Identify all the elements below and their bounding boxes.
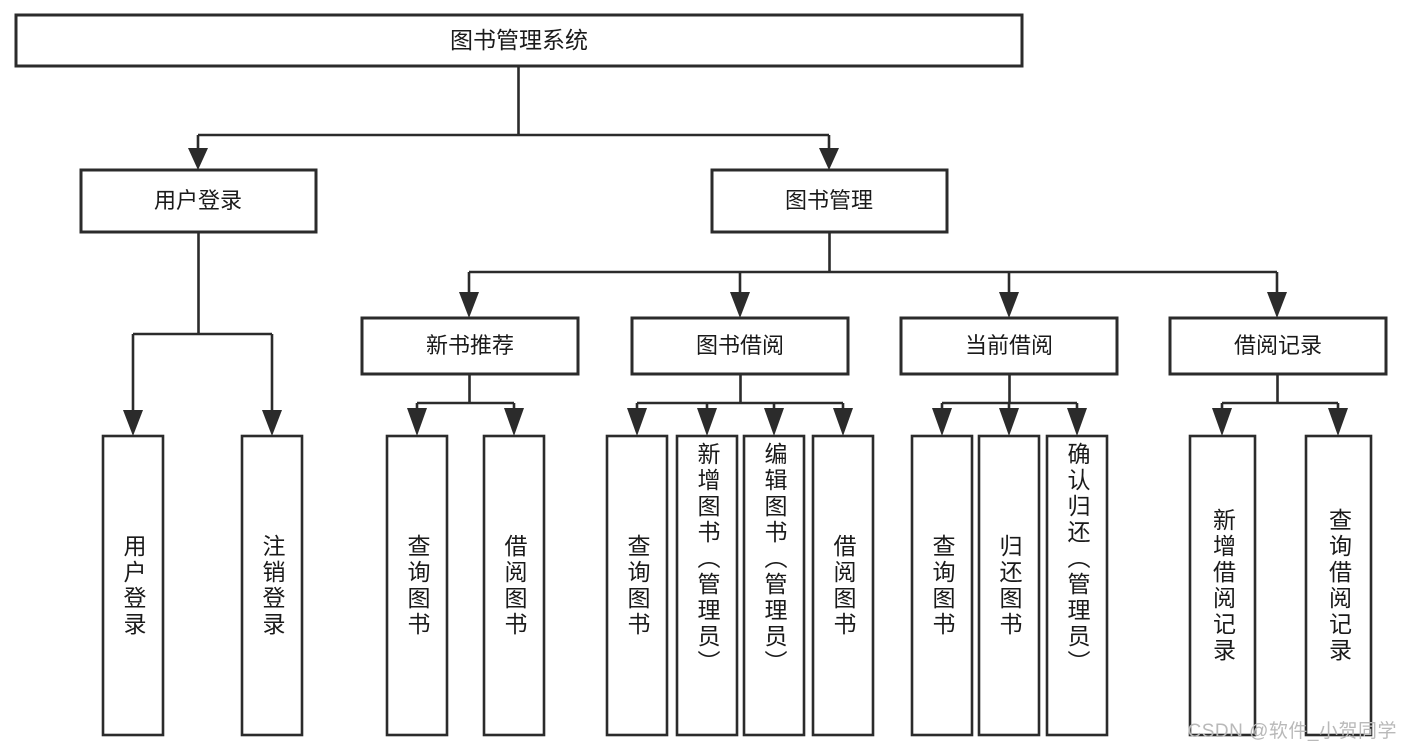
leaf-label-holder-current-1: 归还图书 <box>979 436 1039 735</box>
leaf-label-holder-current-2: 确认归还（管理员） <box>1047 436 1107 735</box>
leaf-label-recommend-1: 借阅图书 <box>501 533 527 638</box>
arrow-current-leaf-1 <box>932 408 952 436</box>
node-root-label: 图书管理系统 <box>450 27 588 53</box>
node-book-borrow-box[interactable] <box>630 316 850 376</box>
arrow-borrow-leaf-1 <box>627 408 647 436</box>
leaf-box-records-0[interactable] <box>1188 434 1257 737</box>
leaf-label-holder-user-login-0: 用户登录 <box>103 436 163 735</box>
arrow-current-leaf-3 <box>1067 408 1087 436</box>
leaf-label-holder-records-1: 查询借阅记录 <box>1306 436 1371 735</box>
node-user-login-box[interactable] <box>79 168 318 234</box>
label-layer: 图书管理系统 用户登录 图书管理 新书推荐 图书借阅 当前借阅 借阅记录 <box>154 27 1322 358</box>
arrow-recommend-leaf-2 <box>504 408 524 436</box>
leaf-box-recommend-1[interactable] <box>482 434 546 737</box>
arrow-recommend-leaf-1 <box>407 408 427 436</box>
node-borrow-records-box[interactable] <box>1168 316 1388 376</box>
leaf-label-current-2: 确认归还（管理员） <box>1064 442 1090 676</box>
leaf-label-borrow-2: 编辑图书（管理员） <box>761 442 787 676</box>
leaf-box-borrow-3[interactable] <box>811 434 875 737</box>
arrow-leaf-user-login <box>123 410 143 436</box>
node-book-management-label: 图书管理 <box>785 188 873 213</box>
leaf-label-borrow-0: 查询图书 <box>624 533 650 638</box>
arrow-records-leaf-1 <box>1212 408 1232 436</box>
leaf-box-records-1[interactable] <box>1304 434 1373 737</box>
arrow-borrow-leaf-4 <box>833 408 853 436</box>
leaf-label-records-0: 新增借阅记录 <box>1209 507 1236 664</box>
leaf-box-current-2[interactable] <box>1045 434 1109 737</box>
leaf-label-holder-recommend-0: 查询图书 <box>387 436 447 735</box>
leaf-label-holder-records-0: 新增借阅记录 <box>1190 436 1255 735</box>
leaf-box-borrow-2[interactable] <box>742 434 806 737</box>
box-layer <box>14 13 1388 737</box>
connector-layer <box>123 66 1348 436</box>
leaf-label-holder-user-login-1: 注销登录 <box>242 436 302 735</box>
leaf-label-user-login-1: 注销登录 <box>259 533 285 638</box>
leaf-label-holder-borrow-0: 查询图书 <box>607 436 667 735</box>
arrow-records-leaf-2 <box>1328 408 1348 436</box>
leaf-label-holder-recommend-1: 借阅图书 <box>484 436 544 735</box>
leaf-label-holder-current-0: 查询图书 <box>912 436 972 735</box>
leaf-box-user-login-0[interactable] <box>101 434 165 737</box>
leaf-label-borrow-3: 借阅图书 <box>830 533 856 638</box>
leaf-box-current-0[interactable] <box>910 434 974 737</box>
node-user-login-label: 用户登录 <box>154 188 242 213</box>
arrow-current-leaf-2 <box>999 408 1019 436</box>
leaf-label-holder-borrow-3: 借阅图书 <box>813 436 873 735</box>
leaf-box-user-login-1[interactable] <box>240 434 304 737</box>
leaf-box-borrow-0[interactable] <box>605 434 669 737</box>
node-current-borrow-label: 当前借阅 <box>965 333 1053 358</box>
arrow-current-borrow <box>999 292 1019 318</box>
leaf-box-borrow-1[interactable] <box>675 434 739 737</box>
node-new-book-recommend-box[interactable] <box>360 316 580 376</box>
leaf-label-recommend-0: 查询图书 <box>404 533 430 638</box>
arrow-new-book-recommend <box>459 292 479 318</box>
leaf-label-holder-borrow-2: 编辑图书（管理员） <box>744 436 804 735</box>
leaf-box-recommend-0[interactable] <box>385 434 449 737</box>
arrow-book-mgmt <box>819 148 839 170</box>
leaf-label-holder-borrow-1: 新增图书（管理员） <box>677 436 737 735</box>
node-root-box[interactable] <box>14 13 1024 68</box>
leaf-label-current-1: 归还图书 <box>996 533 1022 638</box>
arrow-borrow-leaf-2 <box>697 408 717 436</box>
arrow-user-login <box>188 148 208 170</box>
arrow-book-borrow <box>730 292 750 318</box>
node-book-borrow-label: 图书借阅 <box>696 333 784 358</box>
node-borrow-records-label: 借阅记录 <box>1234 333 1322 358</box>
node-new-book-recommend-label: 新书推荐 <box>426 333 514 358</box>
arrow-borrow-leaf-3 <box>764 408 784 436</box>
leaf-box-current-1[interactable] <box>977 434 1041 737</box>
arrow-borrow-records <box>1267 292 1287 318</box>
leaf-label-records-1: 查询借阅记录 <box>1325 507 1352 664</box>
node-current-borrow-box[interactable] <box>899 316 1119 376</box>
arrow-leaf-logout <box>262 410 282 436</box>
node-book-management-box[interactable] <box>710 168 949 234</box>
leaf-label-borrow-1: 新增图书（管理员） <box>694 442 720 676</box>
leaf-label-current-0: 查询图书 <box>929 533 955 638</box>
leaf-label-user-login-0: 用户登录 <box>120 533 146 638</box>
